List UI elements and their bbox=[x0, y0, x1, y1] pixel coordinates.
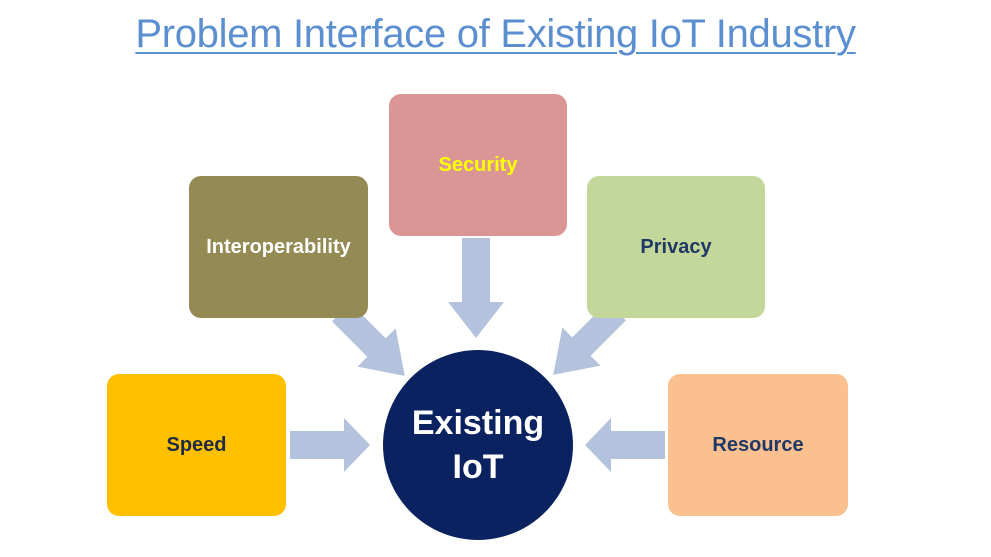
diagram-title: Problem Interface of Existing IoT Indust… bbox=[135, 12, 856, 56]
node-security-label: Security bbox=[438, 153, 518, 176]
node-resource-label: Resource bbox=[712, 433, 804, 456]
node-speed: Speed bbox=[107, 374, 286, 516]
center-node-existing-iot: Existing IoT bbox=[383, 350, 573, 540]
node-privacy-label: Privacy bbox=[640, 235, 712, 258]
node-security: Security bbox=[389, 94, 567, 236]
arrow-privacy bbox=[553, 301, 627, 375]
node-speed-label: Speed bbox=[166, 433, 227, 456]
node-interoperability: Interoperability bbox=[189, 176, 368, 318]
node-interoperability-label: Interoperability bbox=[206, 235, 351, 258]
arrow-resource bbox=[585, 418, 665, 472]
center-node-label: Existing IoT bbox=[411, 404, 545, 486]
node-privacy: Privacy bbox=[587, 176, 765, 318]
arrow-interoperability bbox=[331, 302, 405, 376]
node-resource: Resource bbox=[668, 374, 848, 516]
arrow-security bbox=[448, 238, 504, 338]
arrow-speed bbox=[290, 418, 370, 472]
